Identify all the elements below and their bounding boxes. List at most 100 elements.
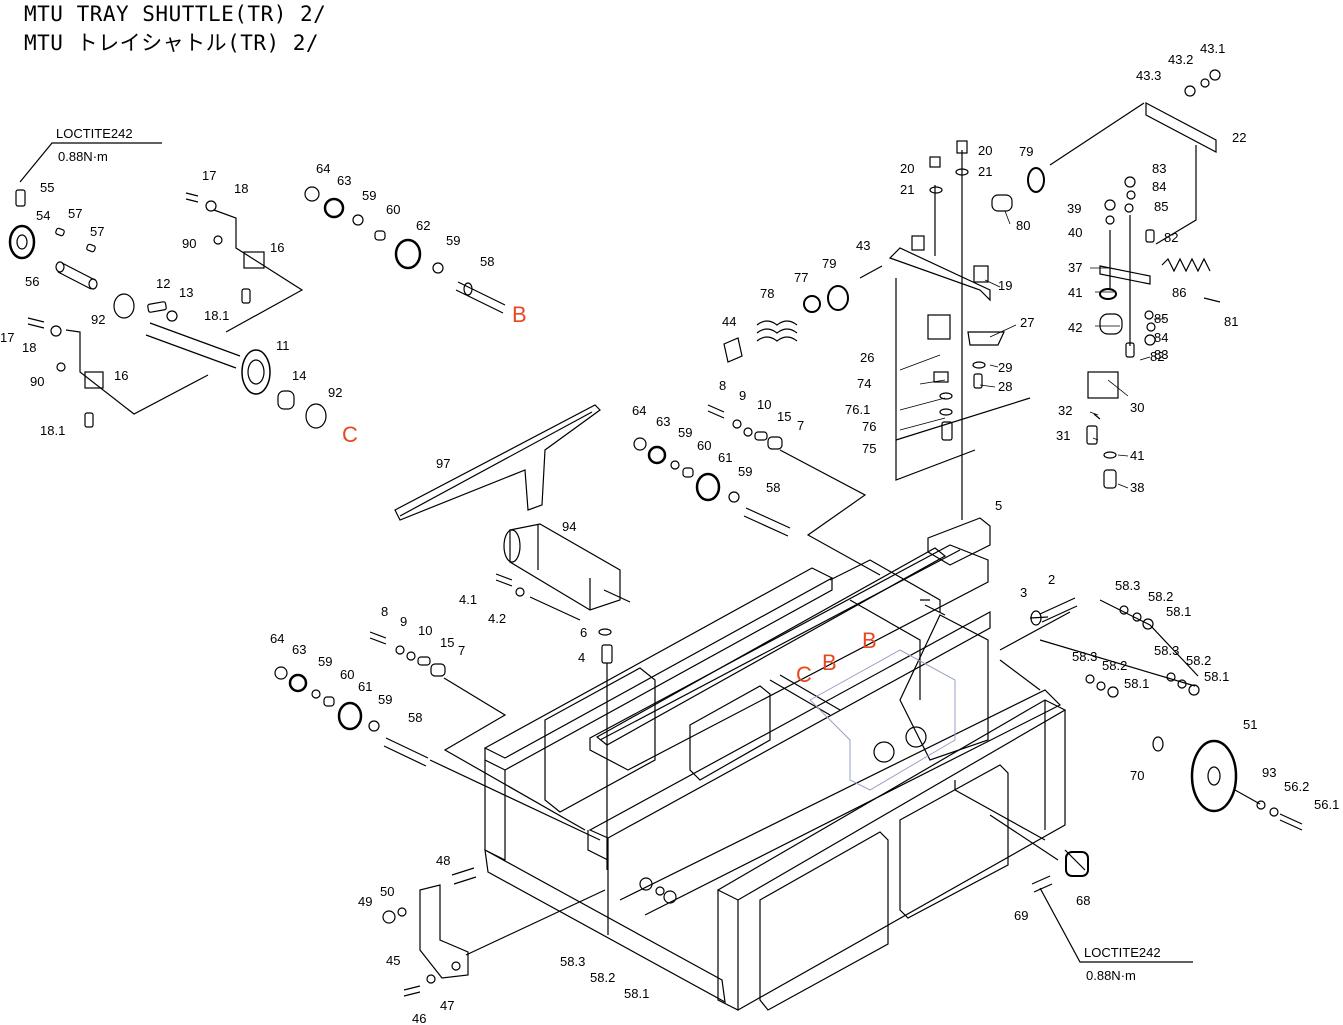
part-label: 82	[1164, 230, 1178, 245]
part-label: 12	[156, 276, 170, 291]
part-label: 64	[316, 161, 330, 176]
part-label: 31	[1056, 428, 1070, 443]
part-label: 81	[1224, 314, 1238, 329]
part-label: 20	[978, 143, 992, 158]
part-label: 13	[179, 285, 193, 300]
part-label: 49	[358, 894, 372, 909]
part-label: 32	[1058, 403, 1072, 418]
part-label: 10	[757, 397, 771, 412]
part-label: 59	[678, 425, 692, 440]
part-label: 14	[292, 368, 306, 383]
note-loctite-top-line1: LOCTITE242	[56, 126, 133, 141]
part-label: 17	[202, 168, 216, 183]
note-loctite-bottom-line2: 0.88N·m	[1086, 968, 1136, 983]
part-label: 4.1	[459, 592, 477, 607]
part-label: 6	[580, 625, 587, 640]
part-label: 97	[436, 456, 450, 471]
callout-c-mid: C	[796, 662, 812, 687]
part-label: 18.1	[40, 423, 65, 438]
part-label: 83	[1154, 347, 1168, 362]
part-label: 57	[68, 206, 82, 221]
part-label: 17	[0, 330, 14, 345]
part-label: 85	[1154, 199, 1168, 214]
part-label: 78	[760, 286, 774, 301]
drive-motor	[495, 523, 631, 870]
hidden-outline	[809, 649, 956, 791]
part-label: 76	[862, 419, 876, 434]
part-label: 58.2	[1102, 658, 1127, 673]
part-label: 63	[337, 173, 351, 188]
loctite-leader-bottom	[1039, 887, 1193, 963]
part-label: 58.2	[1186, 653, 1211, 668]
callout-b-mid: B	[822, 650, 837, 675]
part-label: 54	[36, 208, 50, 223]
part-label: 55	[40, 180, 54, 195]
part-label: 43.1	[1200, 41, 1225, 56]
part-label: 4.2	[488, 611, 506, 626]
part-label: 59	[362, 188, 376, 203]
part-label: 56.2	[1284, 779, 1309, 794]
part-label: 79	[822, 256, 836, 271]
note-loctite-bottom-line1: LOCTITE242	[1084, 945, 1161, 960]
part-label: 83	[1152, 161, 1166, 176]
parts-drawing	[8, 69, 1303, 1011]
part-label: 30	[1130, 400, 1144, 415]
main-frame	[483, 544, 1067, 1011]
part-label: 93	[1262, 765, 1276, 780]
part-label: 19	[998, 278, 1012, 293]
part-label: 43.3	[1136, 68, 1161, 83]
part-label: 59	[446, 233, 460, 248]
middle-roller-group	[633, 404, 881, 576]
part-label: 10	[418, 623, 432, 638]
part-label: 86	[1172, 285, 1186, 300]
part-label: 68	[1076, 893, 1090, 908]
part-label: 27	[1020, 315, 1034, 330]
part-label: 61	[718, 450, 732, 465]
part-label: 42	[1068, 320, 1082, 335]
part-label: 58.1	[1204, 669, 1229, 684]
lower-left-roller-group	[274, 631, 601, 841]
callout-letters: B C C B B	[342, 302, 877, 687]
upper-left-shaft-group	[8, 189, 327, 429]
note-loctite-top-line2: 0.88N·m	[58, 149, 108, 164]
part-label: 59	[378, 692, 392, 707]
leader-lines	[899, 210, 1165, 489]
part-label: 45	[386, 953, 400, 968]
part-label: 59	[738, 464, 752, 479]
part-label: 58.3	[1115, 578, 1140, 593]
part-label: 58.2	[590, 970, 615, 985]
part-label: 40	[1068, 225, 1082, 240]
part-label: 50	[380, 884, 394, 899]
part-label: 64	[270, 631, 284, 646]
part-label: 18	[234, 181, 248, 196]
part-label: 94	[562, 519, 576, 534]
loctite-leader-top	[19, 142, 162, 183]
part-label: 41	[1130, 448, 1144, 463]
part-label: 64	[632, 403, 646, 418]
part-label: 43	[856, 238, 870, 253]
page-title-en: MTU TRAY SHUTTLE(TR) 2/	[24, 2, 327, 26]
part-label: 26	[860, 350, 874, 365]
part-label: 92	[91, 312, 105, 327]
part-label: 9	[400, 614, 407, 629]
timing-belt	[394, 404, 601, 521]
part-label: 90	[30, 374, 44, 389]
part-label: 18	[22, 340, 36, 355]
part-label: 84	[1154, 330, 1168, 345]
part-label: 18.1	[204, 308, 229, 323]
part-label: 60	[340, 667, 354, 682]
callout-b-right: B	[862, 628, 877, 653]
upper-roller-group	[304, 186, 506, 314]
part-label: 60	[697, 438, 711, 453]
part-label: 41	[1068, 285, 1082, 300]
part-label: 47	[440, 998, 454, 1013]
part-label: 56	[25, 274, 39, 289]
part-label: 56.1	[1314, 797, 1339, 812]
part-label: 8	[381, 604, 388, 619]
part-label: 9	[739, 388, 746, 403]
part-label: 77	[794, 270, 808, 285]
part-label: 7	[458, 643, 465, 658]
part-label: 4	[578, 650, 585, 665]
linear-rail	[595, 517, 991, 746]
part-label: 58.1	[624, 986, 649, 1001]
